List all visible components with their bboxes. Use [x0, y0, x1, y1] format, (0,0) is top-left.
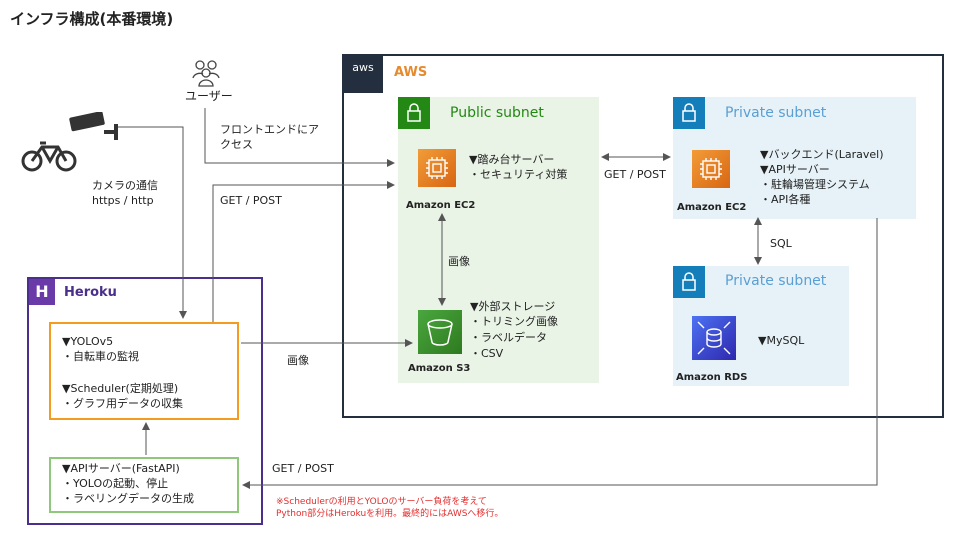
rds-icon [692, 316, 736, 360]
edge-heroku-ec2 [212, 181, 395, 322]
page-title: インフラ構成(本番環境) [10, 10, 174, 28]
yolo-line4: ・グラフ用データの収集 [62, 397, 183, 410]
aws-title: AWS [394, 65, 428, 80]
ec2-public-line1: ▼踏み台サーバー [469, 153, 555, 166]
heroku-title: Heroku [64, 285, 117, 300]
user-label: ユーザー [185, 89, 233, 103]
s3-bucket-icon [418, 310, 462, 354]
edge-label-frontend-1: フロントエンドにア [220, 123, 319, 136]
ec2-icon [692, 150, 730, 188]
ec2-public-name: Amazon EC2 [406, 200, 476, 211]
edge-label-sql: SQL [770, 237, 792, 250]
api-line2: ・YOLOの起動、停止 [62, 477, 169, 490]
rds-line1: ▼MySQL [758, 334, 805, 347]
edge-ec2-fastapi [242, 218, 878, 489]
yolo-line1: ▼YOLOv5 [62, 335, 114, 348]
ec2-private-line3: ・駐輪場管理システム [760, 178, 870, 191]
edge-user-ec2 [204, 108, 395, 167]
ec2-private-line1: ▼バックエンド(Laravel) [760, 148, 884, 161]
edge-camera-yolo [118, 126, 187, 319]
ec2-private-name: Amazon EC2 [677, 202, 747, 213]
bicycle-icon [20, 137, 78, 177]
camera-label-1: カメラの通信 [92, 179, 158, 192]
ec2-icon [418, 149, 456, 187]
edge-label-image: 画像 [448, 255, 470, 268]
s3-line1: ▼外部ストレージ [470, 300, 556, 313]
edge-label-get-post: GET / POST [220, 194, 282, 207]
ec2-public-line2: ・セキュリティ対策 [469, 168, 568, 181]
lock-icon [673, 97, 705, 129]
private-subnet-title: Private subnet [725, 273, 827, 289]
public-subnet-title: Public subnet [450, 105, 544, 121]
user-group-icon [190, 56, 222, 92]
heroku-logo-icon: H [29, 279, 55, 305]
edge-label-get-post: GET / POST [272, 462, 334, 475]
aws-logo-icon: aws [343, 55, 383, 93]
yolo-line2: ・自転車の監視 [62, 350, 139, 363]
yolo-line3: ▼Scheduler(定期処理) [62, 382, 179, 395]
s3-line2: ・トリミング画像 [470, 315, 558, 328]
fastapi-box [49, 457, 239, 513]
camera-label-2: https / http [92, 194, 154, 207]
ec2-private-line4: ・API各種 [760, 193, 811, 206]
rds-name: Amazon RDS [676, 372, 748, 383]
heroku-region [27, 277, 263, 525]
api-line1: ▼APIサーバー(FastAPI) [62, 462, 180, 475]
private-subnet-title: Private subnet [725, 105, 827, 121]
security-camera-icon [68, 111, 120, 150]
note-line1: ※Schedulerの利用とYOLOのサーバー負荷を考えて [276, 497, 487, 507]
ec2-private-line2: ▼APIサーバー [760, 163, 830, 176]
edge-label-image: 画像 [287, 354, 309, 367]
s3-name: Amazon S3 [408, 363, 471, 374]
note-line2: Python部分はHerokuを利用。最終的にはAWSへ移行。 [276, 509, 504, 519]
api-line3: ・ラベリングデータの生成 [62, 492, 194, 505]
s3-line3: ・ラベルデータ [470, 331, 547, 344]
edge-label-get-post: GET / POST [604, 168, 666, 181]
yolo-box [49, 322, 239, 420]
edge-label-frontend-2: クセス [220, 138, 253, 151]
aws-region [342, 54, 944, 418]
lock-icon [398, 97, 430, 129]
lock-icon [673, 266, 705, 298]
s3-line4: ・CSV [470, 347, 504, 360]
